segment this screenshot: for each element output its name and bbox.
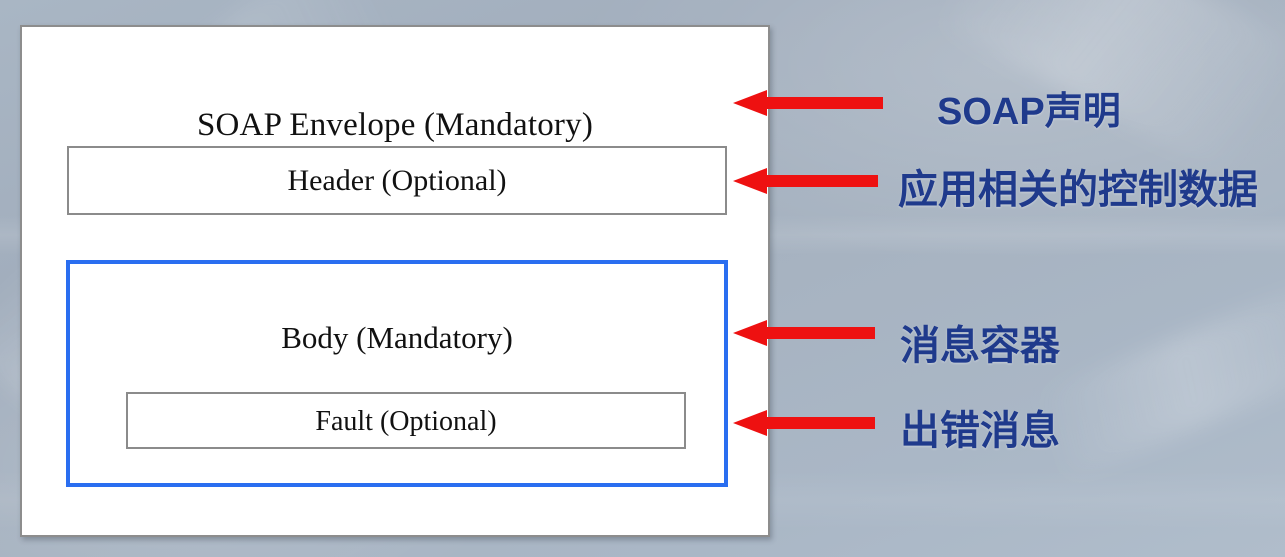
soap-header-label: Header (Optional) [287, 164, 507, 197]
soap-fault-label: Fault (Optional) [315, 406, 497, 437]
annotation-soap-declaration: SOAP声明 [937, 91, 1121, 133]
soap-body-label: Body (Mandatory) [281, 320, 513, 355]
background-light-streak [1035, 271, 1285, 479]
annotation-application-control-data: 应用相关的控制数据 [898, 168, 1258, 212]
annotation-message-container: 消息容器 [900, 324, 1060, 368]
soap-body-box: Body (Mandatory) Fault (Optional) [66, 260, 728, 487]
soap-header-box: Header (Optional) [67, 146, 727, 215]
soap-envelope-panel: SOAP Envelope (Mandatory) Header (Option… [20, 25, 770, 537]
soap-envelope-label: SOAP Envelope (Mandatory) [196, 107, 594, 143]
annotation-fault-message: 出错消息 [900, 409, 1060, 453]
soap-fault-box: Fault (Optional) [126, 392, 686, 449]
